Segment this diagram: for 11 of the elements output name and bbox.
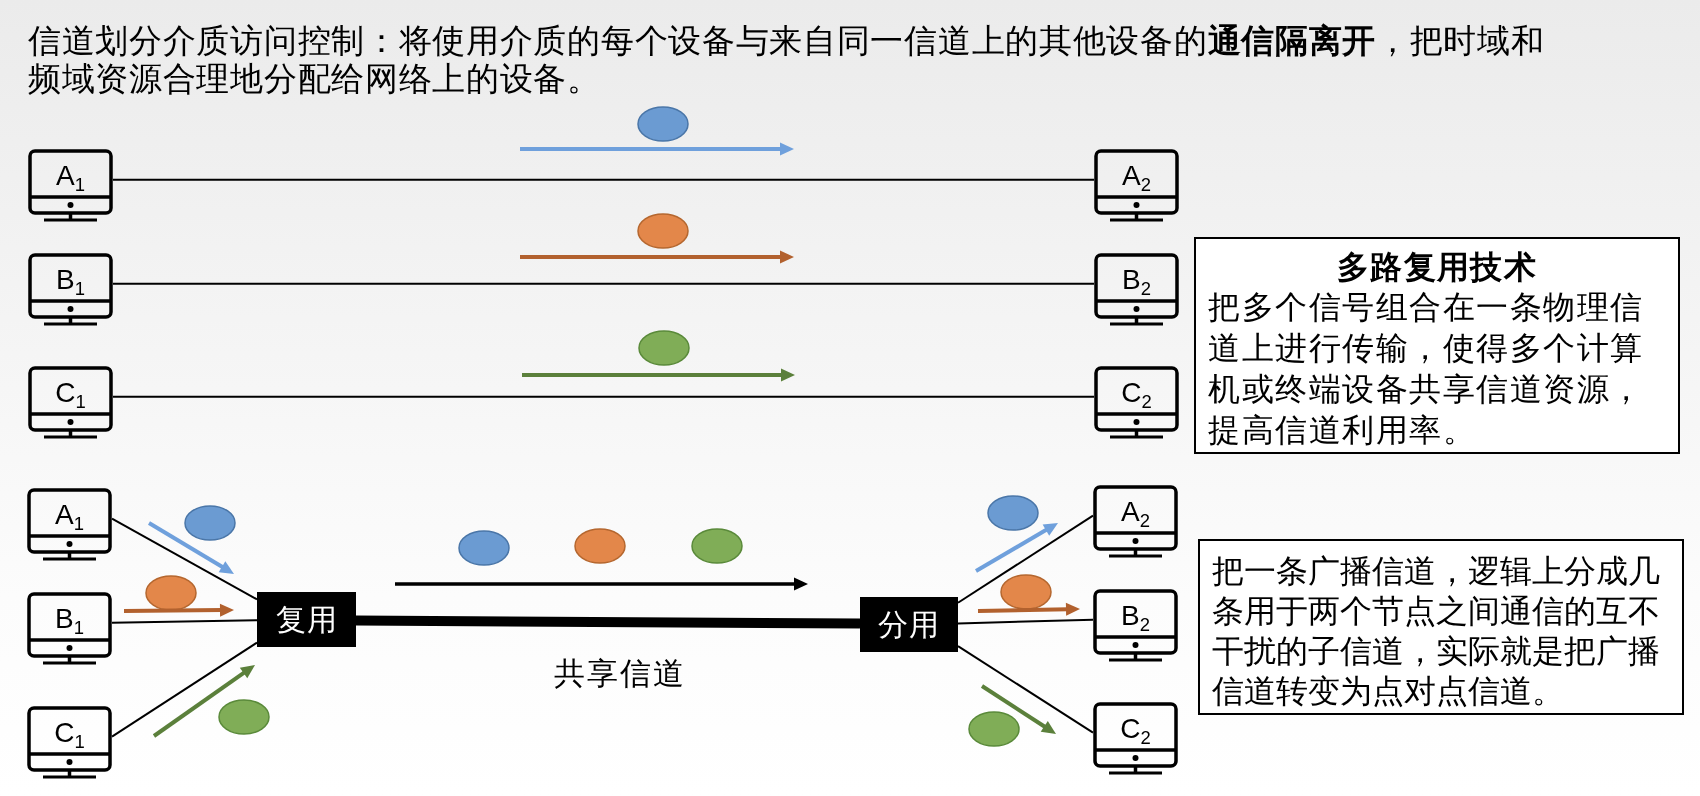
note-heading: 多路复用技术 bbox=[1336, 248, 1538, 287]
device-label: A$_{1}$ bbox=[56, 160, 85, 192]
title-text: 信道划分介质访问控制：将使用介质的每个设备与来自同一信道上的其他设备的通信隔离开，把时域和频域资源合理地分配给网络上的设备。 bbox=[28, 22, 1546, 98]
note-box bbox=[1194, 237, 1680, 454]
note-box bbox=[1198, 539, 1684, 715]
connector-line bbox=[112, 178, 1095, 181]
computer-monitor bbox=[28, 149, 113, 222]
device-label: A$_{2}$ bbox=[1122, 160, 1151, 192]
computer-monitor bbox=[1094, 149, 1179, 222]
note-text: 把多个信号组合在一条物理信道上进行传输，使得多个计算机或终端设备共享信道资源，提高信道利用率。 bbox=[1208, 288, 1645, 450]
note-text: 把一条广播信道，逻辑上分成几条用于两个节点之间通信的互不干扰的子信道，实际就是把广播信道转变为点对点信道。 bbox=[1212, 552, 1661, 711]
